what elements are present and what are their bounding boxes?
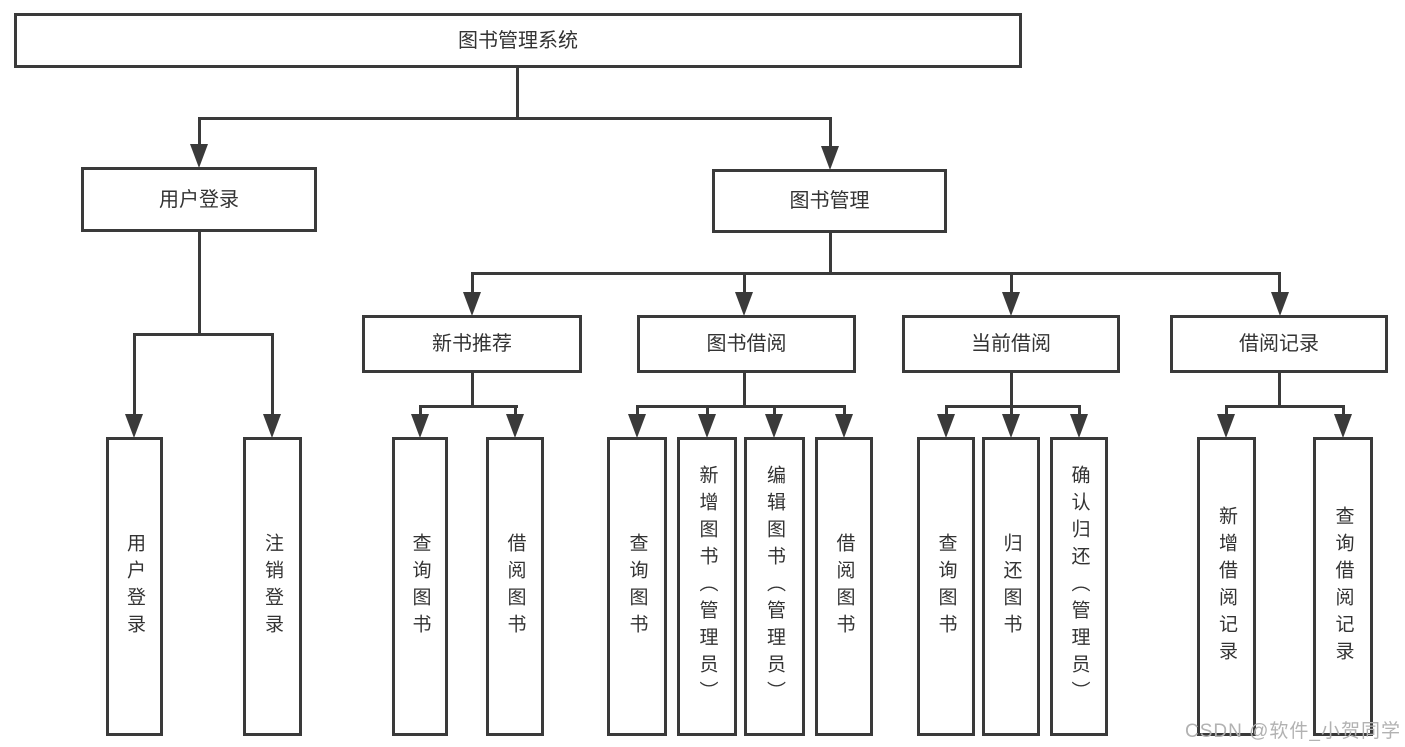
arrowhead-down-icon [1334, 414, 1352, 438]
node-label: 用户登录 [124, 532, 145, 641]
arrowhead-down-icon [698, 414, 716, 438]
connector-line [133, 333, 274, 336]
connector-line [198, 230, 201, 336]
node-label: 查询图书 [626, 532, 648, 641]
node-nbr-borrow-books: 借阅图书 [486, 437, 544, 736]
connector-line [419, 405, 518, 408]
connector-line [471, 272, 1281, 275]
node-label: 注销登录 [262, 532, 283, 641]
connector-line [198, 117, 832, 120]
node-book-borrow: 图书借阅 [637, 315, 856, 373]
connector-line [706, 405, 709, 419]
node-label: 图书借阅 [706, 333, 787, 355]
arrowhead-down-icon [263, 414, 281, 438]
connector-line [945, 405, 1081, 408]
arrowhead-down-icon [1070, 414, 1088, 438]
arrowhead-down-icon [735, 292, 753, 316]
connector-line [1010, 272, 1013, 298]
node-borrow-records: 借阅记录 [1170, 315, 1388, 373]
connector-line [636, 405, 639, 419]
arrowhead-down-icon [125, 414, 143, 438]
connector-line [1010, 371, 1013, 408]
connector-line [271, 333, 274, 417]
node-label: 图书管理系统 [458, 29, 578, 52]
node-nbr-query-books: 查询图书 [392, 437, 448, 736]
connector-line [471, 272, 474, 298]
node-bb-query-books: 查询图书 [607, 437, 667, 736]
node-label: 图书管理 [789, 190, 870, 212]
node-logout: 注销登录 [243, 437, 302, 736]
connector-line [829, 117, 832, 149]
node-cb-return-books: 归还图书 [982, 437, 1040, 736]
connector-line [133, 333, 136, 417]
connector-line [471, 371, 474, 408]
connector-line [636, 405, 846, 408]
node-label: 查询借阅记录 [1332, 505, 1354, 668]
arrowhead-down-icon [835, 414, 853, 438]
node-user-login-group: 用户登录 [81, 167, 317, 232]
arrowhead-down-icon [506, 414, 524, 438]
connector-line [1010, 405, 1013, 419]
connector-line [1225, 405, 1345, 408]
node-new-book-rec: 新书推荐 [362, 315, 582, 373]
node-book-mgmt: 图书管理 [712, 169, 947, 233]
arrowhead-down-icon [1271, 292, 1289, 316]
node-label: 确认归还（管理员） [1068, 465, 1090, 708]
node-br-add-record: 新增借阅记录 [1197, 437, 1256, 736]
connector-line [743, 371, 746, 408]
arrowhead-down-icon [628, 414, 646, 438]
node-label: 查询图书 [935, 532, 957, 641]
connector-line [773, 405, 776, 419]
arrowhead-down-icon [765, 414, 783, 438]
arrowhead-down-icon [1002, 414, 1020, 438]
node-label: 借阅图书 [504, 532, 526, 641]
connector-line [1278, 371, 1281, 408]
node-label: 新增图书（管理员） [696, 465, 718, 708]
node-user-login: 用户登录 [106, 437, 163, 736]
arrowhead-down-icon [463, 292, 481, 316]
arrowhead-down-icon [821, 146, 839, 170]
arrowhead-down-icon [937, 414, 955, 438]
node-label: 用户登录 [159, 188, 239, 211]
arrowhead-down-icon [190, 144, 208, 168]
connector-line [516, 66, 519, 120]
node-br-query-record: 查询借阅记录 [1313, 437, 1373, 736]
connector-line [1078, 405, 1081, 419]
arrowhead-down-icon [411, 414, 429, 438]
node-label: 归还图书 [1000, 532, 1022, 641]
node-label: 借阅图书 [833, 532, 855, 641]
node-cb-confirm-return: 确认归还（管理员） [1050, 437, 1108, 736]
csdn-watermark: CSDN @软件_小贺同学 [1185, 721, 1401, 742]
node-root: 图书管理系统 [14, 13, 1022, 68]
connector-line [1342, 405, 1345, 419]
node-label: 新增借阅记录 [1216, 505, 1237, 668]
arrowhead-down-icon [1217, 414, 1235, 438]
connector-line [743, 272, 746, 298]
node-bb-edit-books: 编辑图书（管理员） [744, 437, 805, 736]
node-label: 借阅记录 [1239, 333, 1319, 355]
connector-line [843, 405, 846, 419]
node-current-borrow: 当前借阅 [902, 315, 1120, 373]
connector-line [829, 231, 832, 275]
node-label: 查询图书 [409, 532, 431, 641]
connector-line [1225, 405, 1228, 419]
connector-line [198, 117, 201, 147]
node-label: 编辑图书（管理员） [764, 465, 785, 708]
arrowhead-down-icon [1002, 292, 1020, 316]
connector-line [514, 405, 517, 419]
node-bb-borrow-books: 借阅图书 [815, 437, 873, 736]
node-label: 当前借阅 [971, 333, 1051, 355]
connector-line [1278, 272, 1281, 298]
node-cb-query-books: 查询图书 [917, 437, 975, 736]
connector-line [945, 405, 948, 419]
connector-line [419, 405, 422, 419]
node-label: 新书推荐 [432, 333, 512, 355]
node-bb-add-books: 新增图书（管理员） [677, 437, 737, 736]
